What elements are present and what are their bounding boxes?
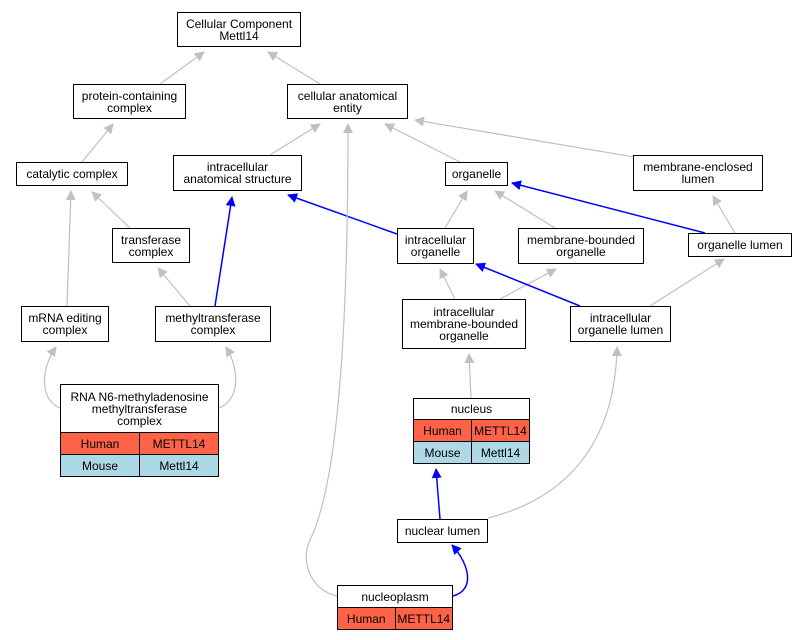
- gene-cell: METTL14: [394, 608, 453, 629]
- node-label: membrane-bounded organelle: [526, 233, 636, 259]
- node-label: cellular anatomical entity: [297, 88, 398, 115]
- edge-imbo-mbo: [499, 268, 557, 300]
- edge-nlum-nucleus: [431, 468, 442, 520]
- node-intracellular-anatomical-structure[interactable]: intracellular anatomical structure: [173, 155, 302, 191]
- node-nucleoplasm[interactable]: nucleoplasm Human METTL14: [337, 585, 453, 630]
- mouse-row: Mouse Mettl14: [61, 454, 218, 476]
- species-cell: Mouse: [81, 458, 119, 473]
- gene-cell: METTL14: [139, 433, 218, 454]
- gene-cell: METTL14: [471, 420, 529, 441]
- edge-rna-mrna: [43, 346, 61, 409]
- human-row: Human METTL14: [61, 432, 218, 454]
- node-nucleus[interactable]: nucleus Human METTL14 Mouse Mettl14: [413, 398, 530, 464]
- edge-cae-root: [267, 51, 321, 85]
- node-organelle-lumen[interactable]: organelle lumen: [688, 233, 792, 257]
- node-membrane-enclosed-lumen[interactable]: membrane-enclosed lumen: [633, 155, 763, 191]
- species-cell: Human: [346, 611, 386, 626]
- node-label: mRNA editing complex: [28, 311, 102, 337]
- edge-pcc-root: [159, 51, 205, 85]
- edge-mel-cae: [414, 116, 641, 159]
- human-row: Human METTL14: [338, 607, 452, 629]
- node-label: transferase complex: [120, 232, 182, 259]
- node-label: protein-containing complex: [81, 88, 178, 115]
- node-label: intracellular membrane-bounded organelle: [409, 305, 519, 343]
- edge-ias-cae: [269, 123, 321, 156]
- node-label: intracellular anatomical structure: [183, 160, 292, 186]
- node-mrna-editing-complex[interactable]: mRNA editing complex: [21, 306, 109, 342]
- node-label: membrane-enclosed lumen: [643, 160, 753, 186]
- edge-mtc-ias: [214, 196, 236, 307]
- edge-imbo-iorg: [439, 268, 456, 300]
- node-transferase-complex[interactable]: transferase complex: [112, 228, 190, 263]
- node-label: intracellular organelle lumen: [577, 311, 664, 337]
- edge-orglum-mel: [712, 195, 736, 234]
- node-nuclear-lumen[interactable]: nuclear lumen: [397, 519, 488, 543]
- node-label: catalytic complex: [26, 167, 118, 181]
- node-label: Cellular Component Mettl14: [185, 16, 293, 43]
- edge-iorg-org: [444, 190, 468, 229]
- edge-trc-cat: [91, 191, 131, 229]
- edge-mrna-cat: [65, 190, 76, 307]
- edge-iol-orglum: [649, 258, 725, 307]
- edge-iorg-ias: [287, 193, 398, 235]
- edge-rna-mtc: [218, 346, 237, 409]
- node-label: intracellular organelle: [404, 233, 467, 259]
- edge-mtc-trc: [157, 267, 191, 307]
- node-label: methyltransferase complex: [165, 311, 261, 337]
- edge-nplasm-nlum: [451, 544, 469, 597]
- human-row: Human METTL14: [414, 419, 529, 441]
- edge-cat-pcc: [81, 123, 114, 163]
- edge-mbo-org: [494, 190, 556, 229]
- node-cellular-component[interactable]: Cellular Component Mettl14: [177, 12, 301, 47]
- edge-iol-iorg: [475, 262, 581, 307]
- node-catalytic-complex[interactable]: catalytic complex: [16, 162, 128, 186]
- node-label: organelle: [451, 167, 502, 181]
- edge-nplasm-cae: [305, 123, 353, 597]
- node-organelle[interactable]: organelle: [445, 162, 508, 186]
- edge-nlum-iol: [487, 346, 622, 519]
- node-protein-containing-complex[interactable]: protein-containing complex: [73, 84, 186, 119]
- gene-cell: Mettl14: [139, 455, 218, 476]
- node-label: nucleoplasm: [361, 589, 429, 604]
- edge-org-cae: [384, 123, 461, 163]
- node-intracellular-organelle[interactable]: intracellular organelle: [397, 228, 474, 264]
- species-cell: Human: [80, 436, 120, 451]
- mouse-row: Mouse Mettl14: [414, 441, 529, 463]
- node-intracellular-organelle-lumen[interactable]: intracellular organelle lumen: [570, 306, 671, 342]
- node-methyltransferase-complex[interactable]: methyltransferase complex: [155, 306, 271, 342]
- edge-nucleus-imbo: [464, 353, 475, 399]
- gene-cell: Mettl14: [471, 442, 529, 463]
- node-membrane-bounded-organelle[interactable]: membrane-bounded organelle: [518, 228, 644, 264]
- edge-orglum-org: [511, 180, 706, 234]
- node-intracellular-membrane-bounded-organelle[interactable]: intracellular membrane-bounded organelle: [402, 299, 526, 349]
- node-label: nuclear lumen: [404, 524, 481, 538]
- node-label: organelle lumen: [697, 238, 783, 252]
- species-cell: Mouse: [424, 445, 461, 460]
- node-cellular-anatomical-entity[interactable]: cellular anatomical entity: [287, 84, 408, 119]
- node-label: nucleus: [450, 402, 493, 416]
- node-label: RNA N6-methyladenosine methyltransferase…: [70, 389, 209, 428]
- species-cell: Human: [423, 423, 462, 438]
- node-rna-n6-methyladenosine-methyltransferase-complex[interactable]: RNA N6-methyladenosine methyltransferase…: [60, 384, 219, 477]
